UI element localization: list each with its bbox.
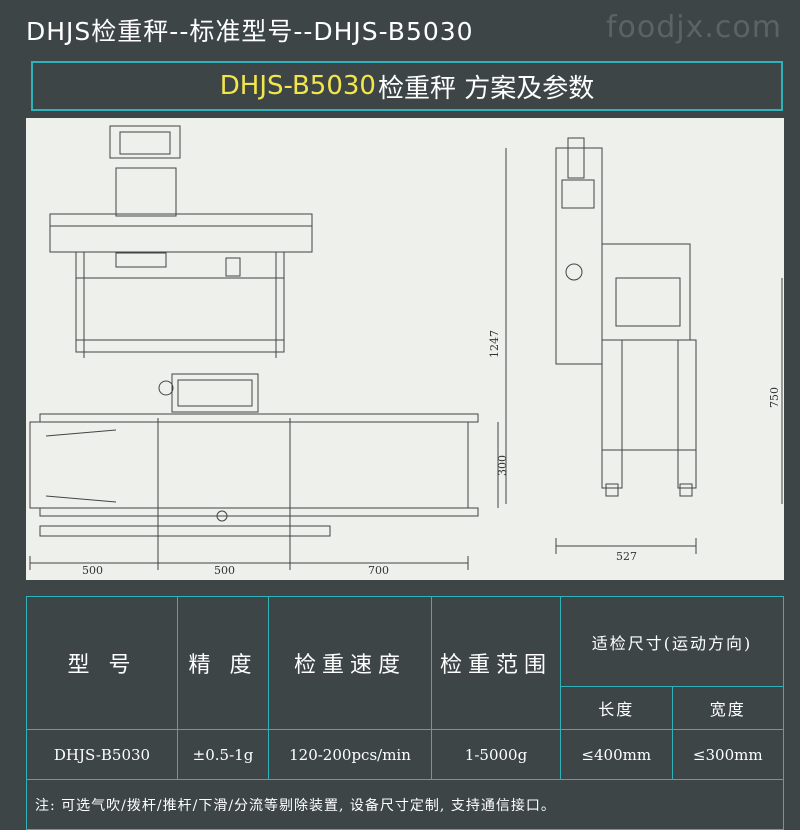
dim-300: 300 (496, 455, 509, 476)
top-conveyor (29, 421, 469, 509)
dim-1247: 1247 (488, 330, 501, 358)
front-display (109, 125, 181, 159)
side-display (567, 137, 585, 179)
header-width: 宽度 (671, 686, 784, 730)
banner-model: DHJS-B5030 (219, 71, 376, 101)
header-speed: 检重速度 (268, 596, 432, 730)
cell-length: ≤400mm (560, 729, 673, 780)
drawing-svg: 1247 750 527 300 500 500 700 (29, 125, 783, 577)
dim-527: 527 (616, 550, 637, 563)
header-length: 长度 (560, 686, 673, 730)
dim-500-in: 500 (82, 564, 103, 577)
specs-table: 型 号 精 度 检重速度 检重范围 适检尺寸(运动方向) 长度 宽度 DHJS-… (26, 596, 784, 830)
watermark: foodjx.com (605, 10, 782, 45)
cell-accuracy: ±0.5-1g (177, 729, 269, 780)
dim-500-weigh: 500 (214, 564, 235, 577)
top-display (171, 373, 259, 413)
header-model: 型 号 (26, 596, 178, 730)
page-title: DHJS检重秤--标准型号--DHJS-B5030 (26, 17, 474, 46)
title-banner: DHJS-B5030 检重秤 方案及参数 (31, 61, 783, 111)
header-range: 检重范围 (431, 596, 561, 730)
note: 注: 可选气吹/拨杆/推杆/下滑/分流等剔除装置, 设备尺寸定制, 支持通信接口… (26, 779, 784, 830)
dim-700-out: 700 (368, 564, 389, 577)
front-conveyor (49, 213, 313, 253)
banner-suffix: 检重秤 方案及参数 (377, 73, 595, 104)
cell-range: 1-5000g (431, 729, 561, 780)
cell-speed: 120-200pcs/min (268, 729, 432, 780)
side-conveyor (601, 243, 691, 341)
header-accuracy: 精 度 (177, 596, 269, 730)
header-size: 适检尺寸(运动方向) (560, 596, 784, 687)
cell-model: DHJS-B5030 (26, 729, 178, 780)
technical-drawing: 1247 750 527 300 500 500 700 (26, 118, 784, 580)
dim-750: 750 (768, 387, 781, 408)
cell-width: ≤300mm (671, 729, 784, 780)
front-frame (75, 251, 285, 353)
